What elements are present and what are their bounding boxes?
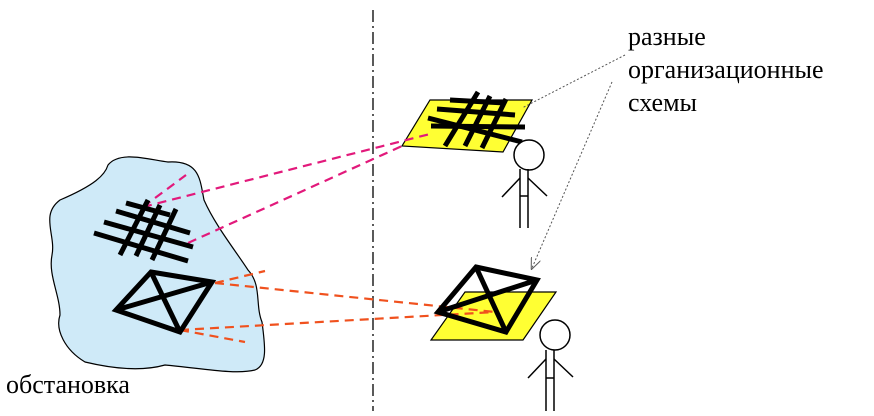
upper-person-icon	[501, 139, 548, 228]
schemes-label-line-3: схемы	[628, 88, 698, 117]
environment-grid-structure-icon	[93, 198, 194, 264]
situation-label: обстановка	[6, 370, 130, 399]
lower-person-icon	[527, 319, 574, 411]
upper-grid-structure-icon	[427, 90, 526, 150]
label-pointer-lines	[521, 54, 626, 268]
schemes-label-line-2: организационные	[628, 55, 824, 84]
lower-cross-box-structure-icon	[433, 264, 541, 335]
schemes-label-line-1: разные	[628, 22, 706, 51]
schemes-label: разные организационные схемы	[628, 20, 824, 119]
upper-projection-lines	[142, 132, 431, 245]
environment-cross-box-structure-icon	[111, 269, 217, 336]
environment-area	[49, 156, 266, 373]
